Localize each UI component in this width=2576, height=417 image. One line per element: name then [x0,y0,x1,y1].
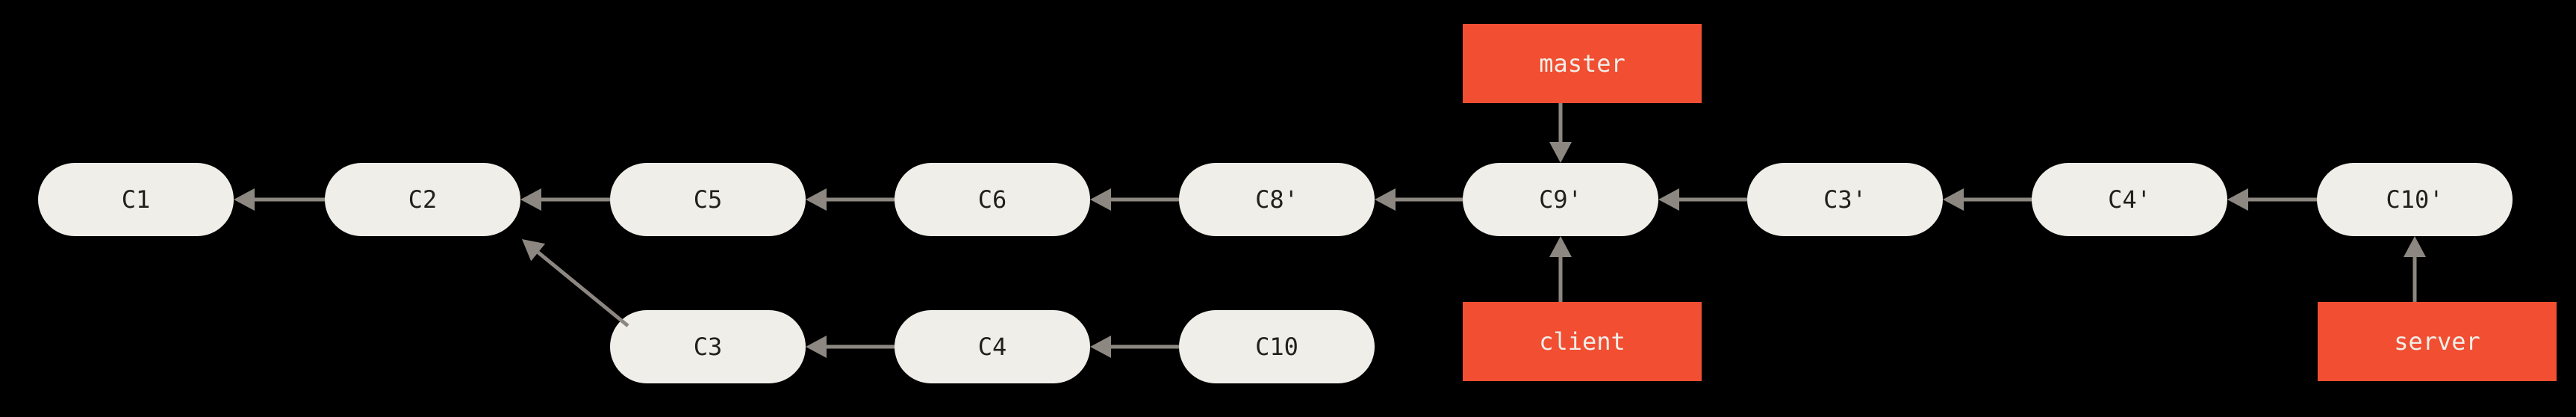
commit-node [1179,163,1375,236]
arrow-head [2404,236,2426,257]
arrow-line [537,250,629,327]
arrow-C9'-to-C8' [1375,188,1463,211]
arrow-C4'-to-C3' [1943,188,2032,211]
commit-node [1747,163,1943,236]
arrow-C3'-to-C9' [1658,188,1747,211]
arrow-head [234,188,255,211]
commit-label: C3' [1823,185,1867,214]
commit-label: C1 [122,185,151,214]
commit-node [610,163,806,236]
commit-node [2032,163,2227,236]
commit-node [1179,310,1375,383]
branch-client: client [1463,302,1702,381]
commit-node [895,310,1090,383]
commit-node [325,163,520,236]
branch-label: server [2394,327,2480,356]
commit-node [895,163,1090,236]
branch-master: master [1463,24,1702,103]
branch-server: server [2318,302,2557,381]
branch-label: master [1539,49,1625,78]
commit-node [1463,163,1658,236]
arrow-C8'-to-C6 [1090,188,1179,211]
arrow-head [1658,188,1679,211]
arrow-head [522,239,546,262]
branch-box [2318,302,2557,381]
arrow-head [1375,188,1396,211]
commit-label: C3 [694,333,723,361]
commit-C5: C5 [610,163,806,236]
commit-C10': C10' [2317,163,2513,236]
branch-box [1463,302,1702,381]
arrow-head [1090,188,1111,211]
commit-label: C9' [1539,185,1582,214]
arrow-master-to-C9' [1549,103,1572,163]
arrow-C10'-to-C4' [2227,188,2317,211]
commit-label: C6 [978,185,1007,214]
arrow-C3-to-C2 [522,239,629,327]
arrow-C6-to-C5 [806,188,895,211]
arrow-head [806,336,827,358]
arrow-head [806,188,827,211]
arrow-server-to-C10' [2404,236,2426,302]
commit-C9': C9' [1463,163,1658,236]
commit-C2: C2 [325,163,520,236]
arrow-client-to-C9' [1549,236,1572,302]
arrow-C10-to-C4 [1090,336,1179,358]
commit-label: C8' [1255,185,1298,214]
commit-node [38,163,234,236]
arrow-C5-to-C2 [520,188,610,211]
commit-C4: C4 [895,310,1090,383]
arrow-C2-to-C1 [234,188,325,211]
commit-node [2317,163,2513,236]
arrow-head [1090,336,1111,358]
commit-C10: C10 [1179,310,1375,383]
arrow-C4-to-C3 [806,336,895,358]
commit-C3: C3 [610,310,806,383]
commit-label: C4 [978,333,1007,361]
commit-C1: C1 [38,163,234,236]
commit-label: C2 [408,185,438,214]
branch-box [1463,24,1702,103]
commit-C3': C3' [1747,163,1943,236]
arrow-head [520,188,541,211]
commit-label: C10' [2386,185,2443,214]
commit-label: C4' [2108,185,2151,214]
branch-label: client [1539,327,1625,356]
commit-C4': C4' [2032,163,2227,236]
commit-label: C5 [694,185,723,214]
commit-C8': C8' [1179,163,1375,236]
commit-label: C10 [1255,333,1298,361]
arrow-head [2227,188,2248,211]
commit-C6: C6 [895,163,1090,236]
arrow-head [1943,188,1964,211]
commit-node [610,310,806,383]
arrow-head [1549,236,1572,257]
arrow-head [1549,142,1572,163]
